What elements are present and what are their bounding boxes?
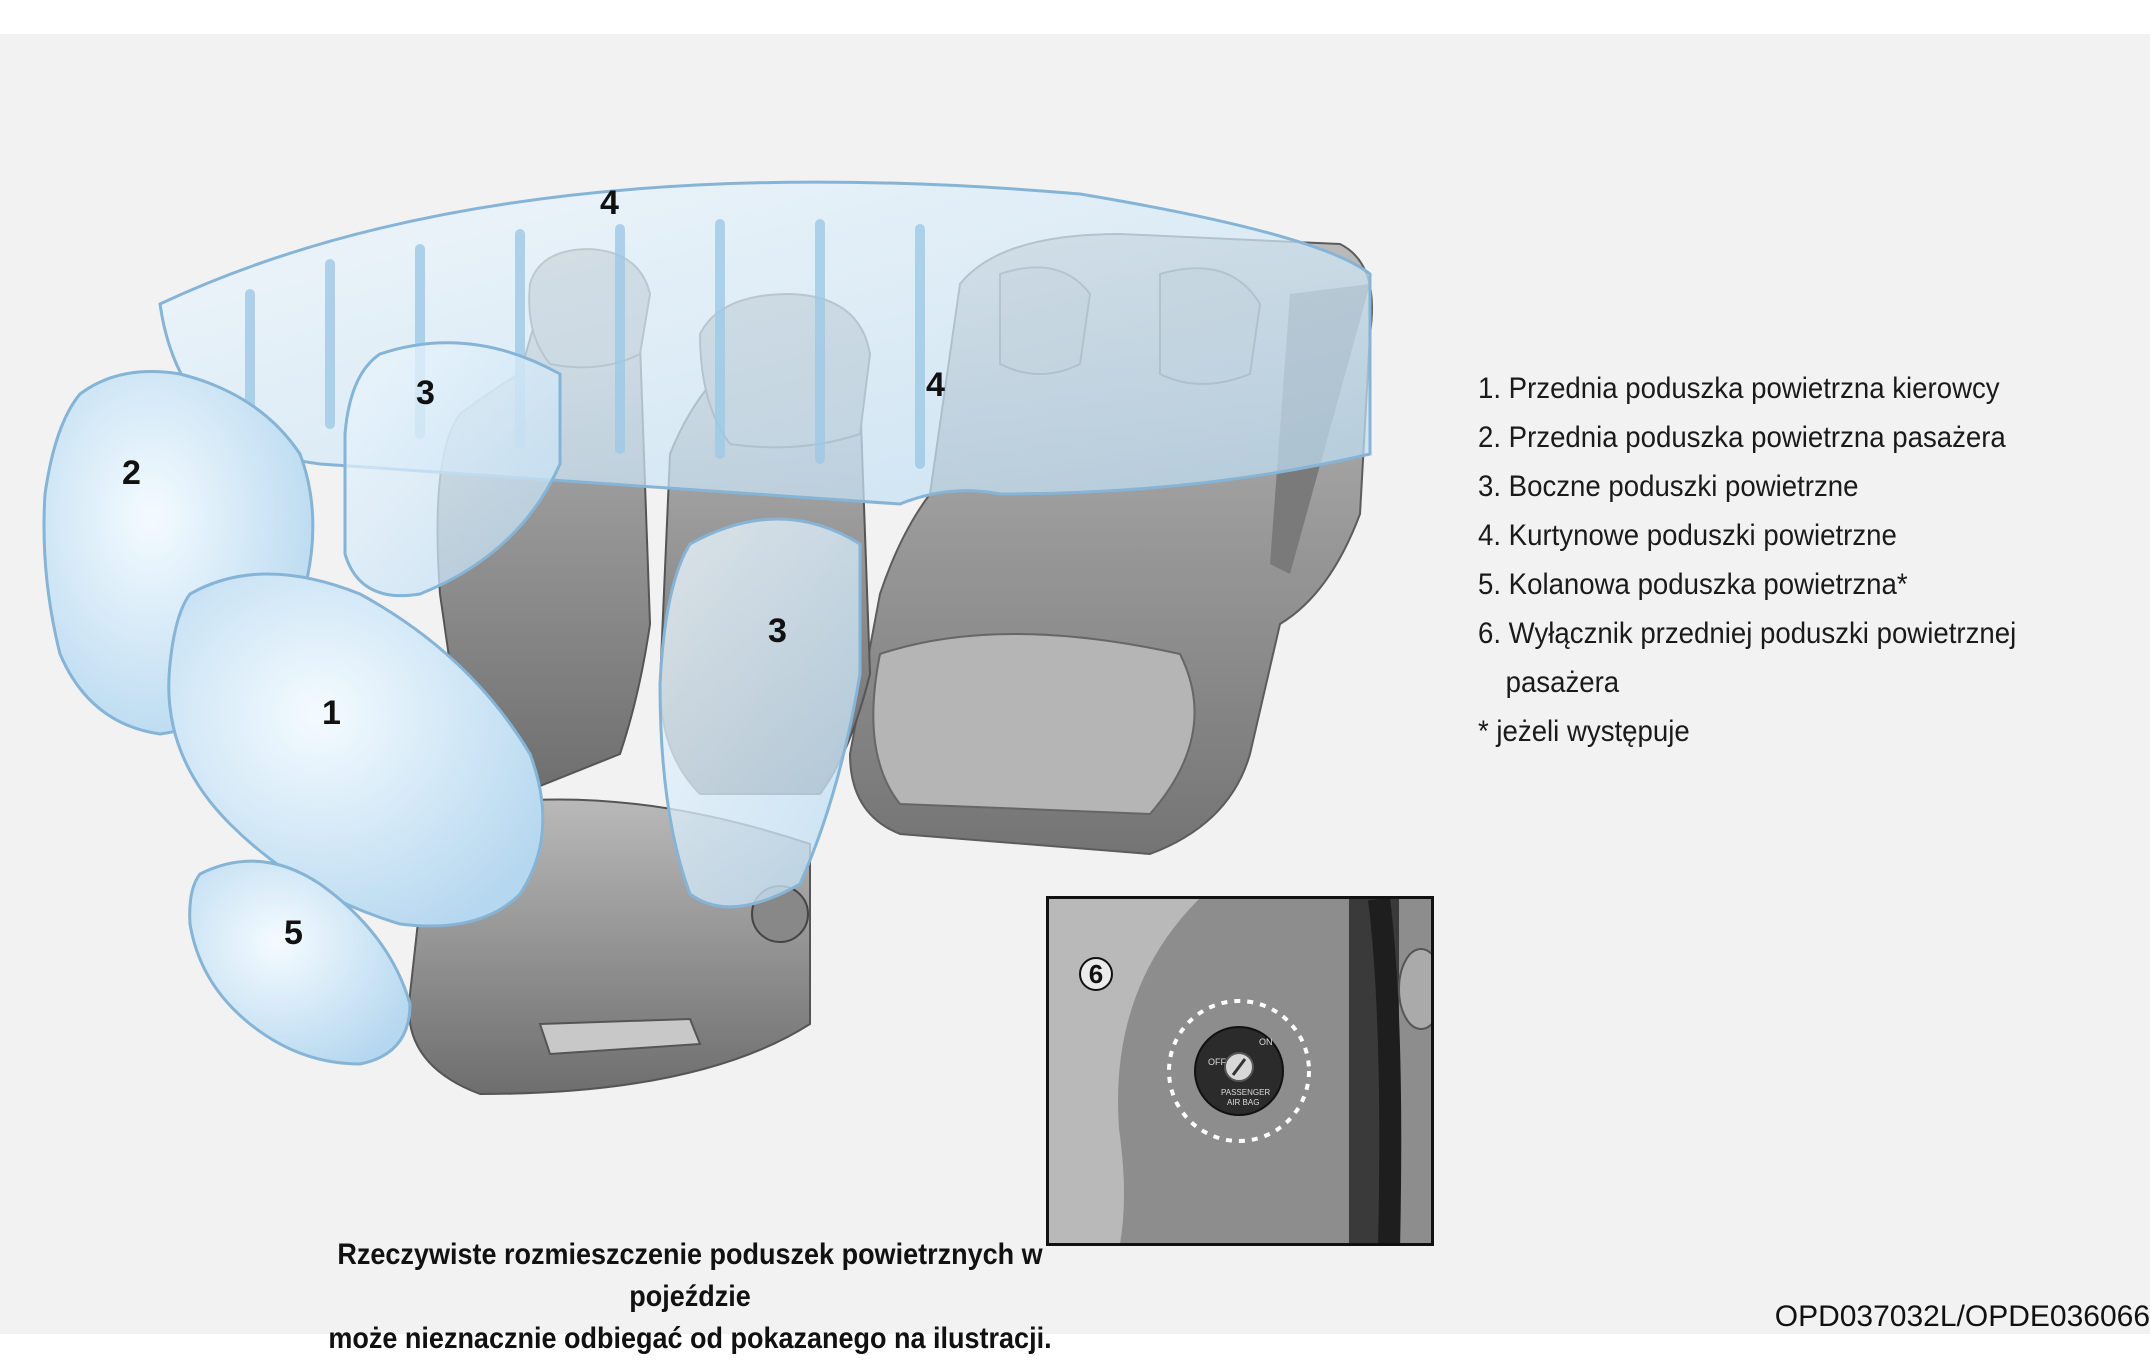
callout-passenger-front: 2 [122, 454, 141, 492]
diagram-canvas: 4 4 3 3 2 1 5 OFF ON PASSENGER AIR BAG 6… [0, 34, 2150, 1355]
legend-item-2: 2. Przednia poduszka powietrzna pasażera [1478, 421, 2006, 454]
caption-line-1: Rzeczywiste rozmieszczenie poduszek powi… [337, 1238, 1043, 1313]
callout-curtain-top: 4 [600, 184, 619, 222]
switch-off-label: OFF [1208, 1057, 1226, 1067]
figure-caption: Rzeczywiste rozmieszczenie poduszek powi… [285, 1234, 1095, 1360]
legend-item-5: 5. Kolanowa poduszka powietrzna* [1478, 568, 1908, 601]
callout-side-left: 3 [416, 374, 435, 412]
driver-front-airbag [167, 572, 545, 928]
knee-airbag [188, 859, 412, 1066]
callout-curtain-rear: 4 [926, 366, 945, 404]
switch-caption-2: AIR BAG [1227, 1098, 1259, 1107]
callout-side-right: 3 [768, 612, 787, 650]
switch-inset-drawing: OFF ON PASSENGER AIR BAG [1049, 899, 1431, 1243]
curtain-airbag [158, 180, 1372, 506]
switch-on-label: ON [1259, 1037, 1273, 1047]
callout-knee: 5 [284, 914, 303, 952]
switch-caption-1: PASSENGER [1221, 1088, 1270, 1097]
side-airbag-left [343, 341, 562, 598]
callout-driver-front: 1 [322, 694, 341, 732]
callout-switch: 6 [1079, 957, 1113, 991]
side-airbag-right [658, 517, 862, 909]
legend-footnote: * jeżeli występuje [1478, 715, 1690, 748]
airbag-illustration [42, 180, 1373, 1096]
image-code: OPD037032L/OPDE036066 [1774, 1300, 2150, 1333]
legend-item-6: 6. Wyłącznik przedniej poduszki powietrz… [1478, 617, 2017, 650]
legend-item-1: 1. Przednia poduszka powietrzna kierowcy [1478, 372, 2000, 405]
legend-item-4: 4. Kurtynowe poduszki powietrzne [1478, 519, 1897, 552]
caption-line-2: może nieznacznie odbiegać od pokazanego … [328, 1322, 1052, 1355]
legend: 1. Przednia poduszka powietrzna kierowcy… [1478, 364, 2067, 756]
legend-item-6-continuation: pasażera [1505, 666, 1620, 699]
switch-inset: OFF ON PASSENGER AIR BAG 6 [1046, 896, 1434, 1246]
legend-item-3: 3. Boczne poduszki powietrzne [1478, 470, 1859, 503]
